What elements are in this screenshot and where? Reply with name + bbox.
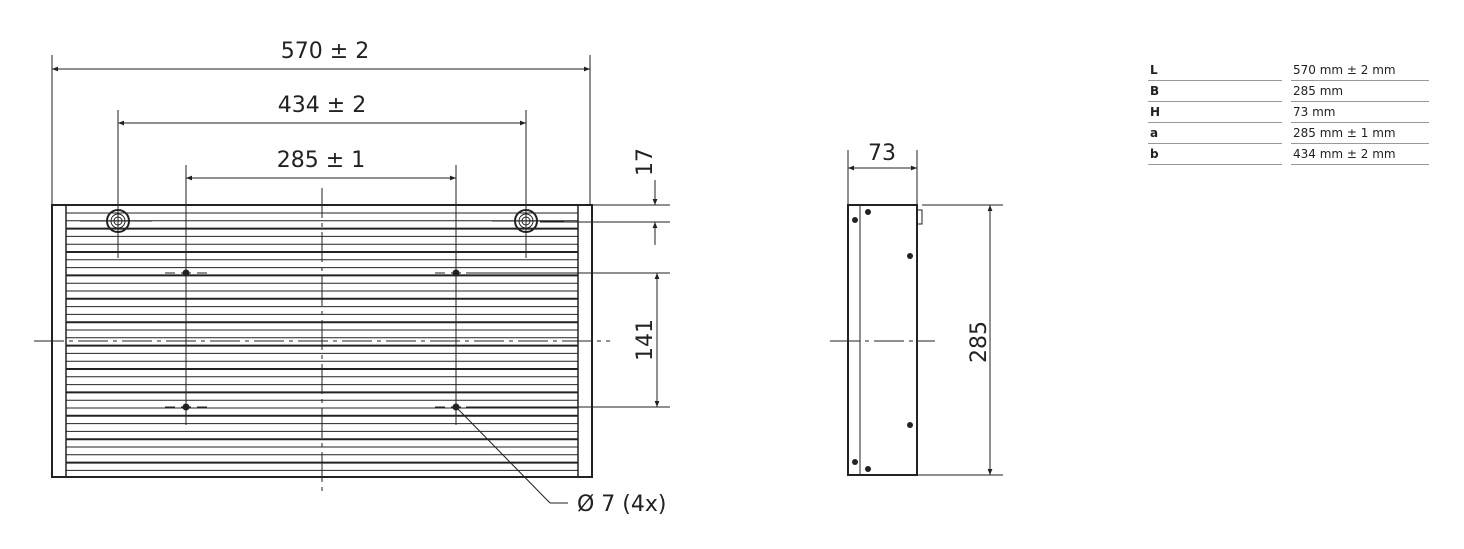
depth-dimension: 73 bbox=[868, 141, 896, 166]
length-dimension: 570 ± 2 bbox=[281, 39, 369, 64]
height-dimension: 285 bbox=[967, 321, 992, 363]
connector-left bbox=[80, 209, 152, 233]
outer-hole-spacing-dimension: 434 ± 2 bbox=[278, 93, 366, 118]
top-offset-dimension: 17 bbox=[633, 148, 658, 176]
vertical-hole-spacing-dimension: 141 bbox=[633, 319, 658, 361]
connector-right bbox=[492, 209, 564, 233]
inner-hole-spacing-dimension: 285 ± 1 bbox=[277, 148, 365, 173]
hole-callout: Ø 7 (4x) bbox=[577, 492, 666, 517]
